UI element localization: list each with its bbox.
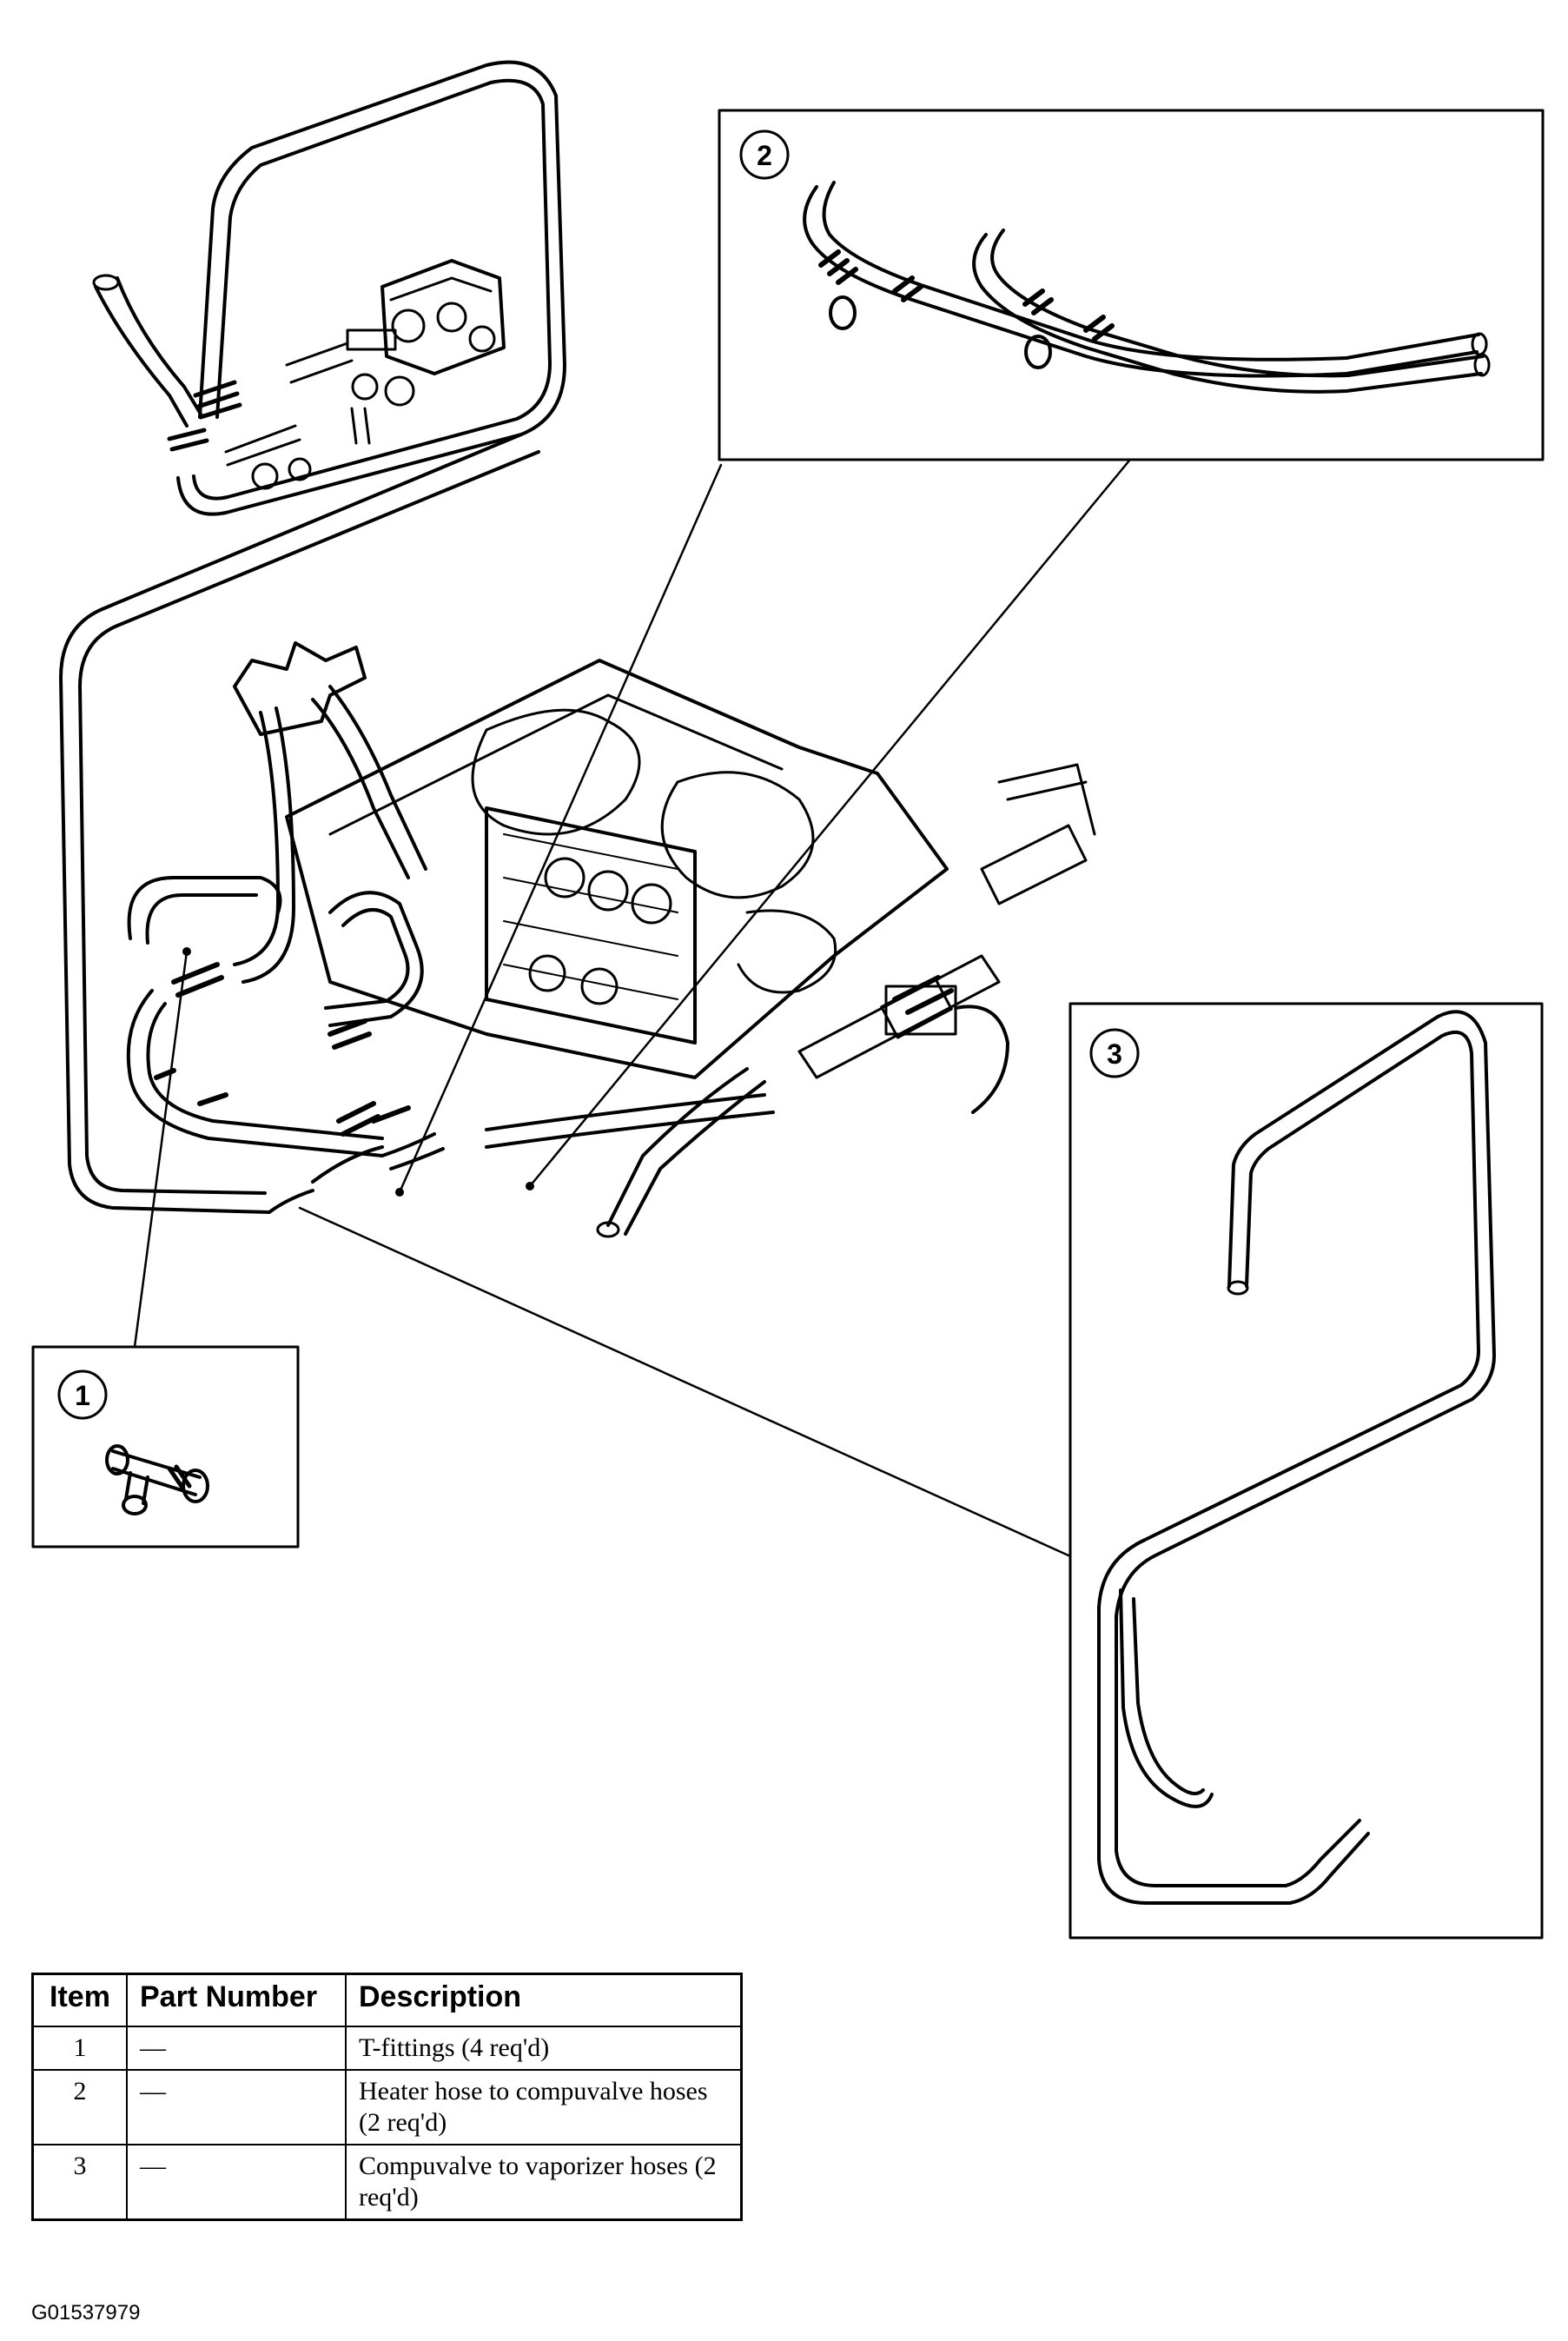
inset-1-t-fitting — [31, 1345, 300, 1549]
outer-hose-loop — [59, 433, 540, 1214]
row-description: Compuvalve to vaporizer hoses (2 req'd) — [345, 2144, 743, 2221]
header-description: Description — [345, 1973, 743, 2027]
header-item: Item — [31, 1973, 128, 2027]
row-item: 2 — [31, 2069, 128, 2145]
engine-intake-manifold — [233, 641, 1096, 1238]
parts-legend-table: Item Part Number Description 1 — T-fitti… — [31, 1973, 743, 2221]
row-item: 3 — [31, 2144, 128, 2221]
header-part-number: Part Number — [126, 1973, 347, 2027]
figure-id: G01537979 — [31, 2301, 141, 2324]
legend-row: 1 — T-fittings (4 req'd) — [31, 2026, 743, 2071]
callout-2-label: 2 — [757, 140, 772, 171]
legend-header-row: Item Part Number Description — [31, 1973, 743, 2027]
callout-1-label: 1 — [75, 1380, 90, 1411]
inset-2-heater-hoses — [718, 109, 1545, 461]
row-part-number: — — [126, 2069, 347, 2145]
row-item: 1 — [31, 2026, 128, 2071]
callout-leader-dots — [182, 947, 534, 1197]
front-hose-assemblies — [126, 876, 445, 1184]
inset-3-vaporizer-hoses — [1068, 1002, 1544, 1940]
row-description: Heater hose to compuvalve hoses (2 req'd… — [345, 2069, 743, 2145]
callout-3-label: 3 — [1107, 1038, 1122, 1070]
legend-row: 2 — Heater hose to compuvalve hoses (2 r… — [31, 2069, 743, 2145]
row-part-number: — — [126, 2144, 347, 2221]
compuvalve-assembly — [92, 60, 566, 516]
callout-leader-lines — [133, 459, 1131, 1557]
row-description: T-fittings (4 req'd) — [345, 2026, 743, 2071]
row-part-number: — — [126, 2026, 347, 2071]
legend-row: 3 — Compuvalve to vaporizer hoses (2 req… — [31, 2144, 743, 2221]
